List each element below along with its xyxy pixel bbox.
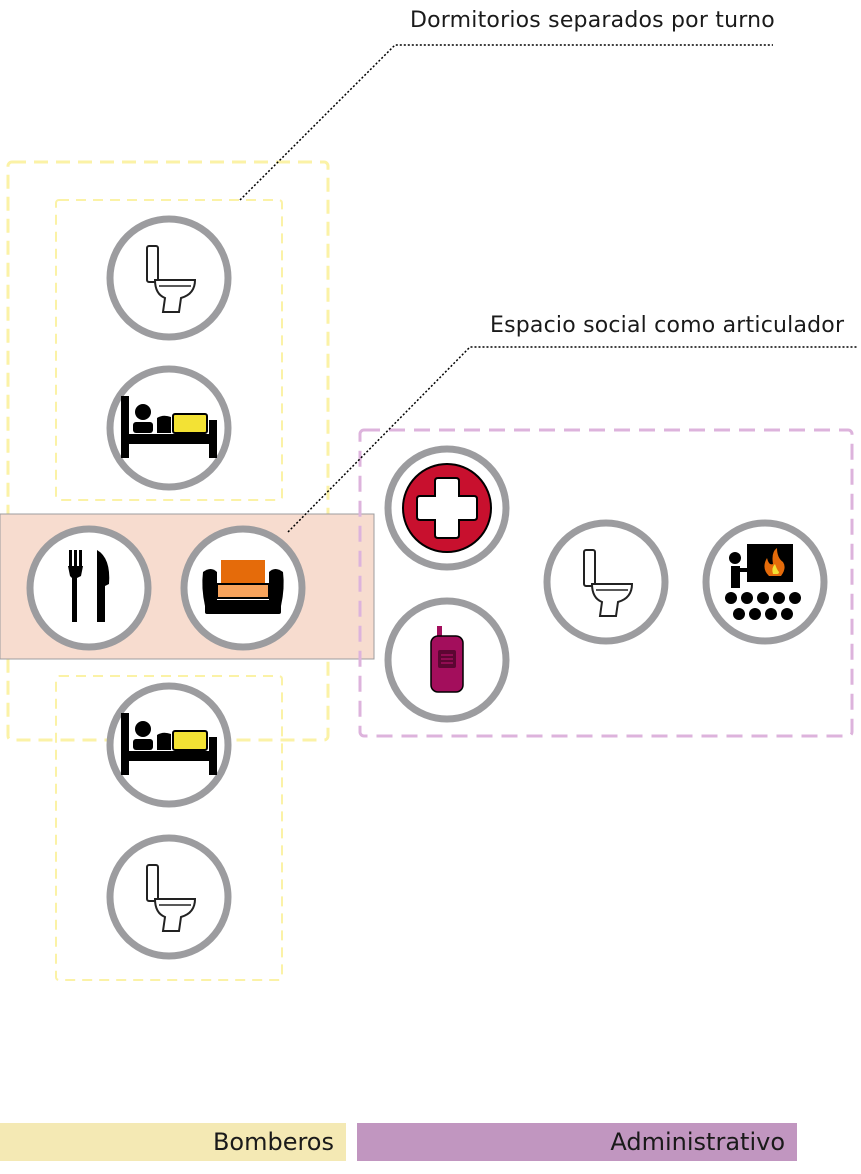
toilet-icon <box>106 834 232 960</box>
bed-icon <box>106 365 232 491</box>
dormitorio-zone-bottom <box>55 675 283 981</box>
cutlery-icon <box>26 525 152 651</box>
medical-cross-icon <box>384 445 510 571</box>
fire-training-icon <box>702 519 828 645</box>
legend-bomberos: Bomberos <box>0 1123 346 1161</box>
sofa-icon <box>180 525 306 651</box>
dormitorio-zone-top <box>55 199 283 501</box>
leader-line-dormitorios <box>239 44 773 201</box>
annotation-espacio-social: Espacio social como articulador <box>490 313 845 338</box>
toilet-icon <box>543 519 669 645</box>
leader-line-espacio-social <box>287 346 858 533</box>
legend-administrativo-label: Administrativo <box>610 1128 785 1156</box>
toilet-icon <box>106 215 232 341</box>
bomberos-zone <box>6 160 330 742</box>
legend-bomberos-label: Bomberos <box>212 1128 334 1156</box>
annotation-dormitorios: Dormitorios separados por turno <box>410 8 775 33</box>
radio-icon <box>384 597 510 723</box>
bed-icon <box>106 682 232 808</box>
administrativo-zone <box>358 428 854 738</box>
legend-administrativo: Administrativo <box>357 1123 797 1161</box>
